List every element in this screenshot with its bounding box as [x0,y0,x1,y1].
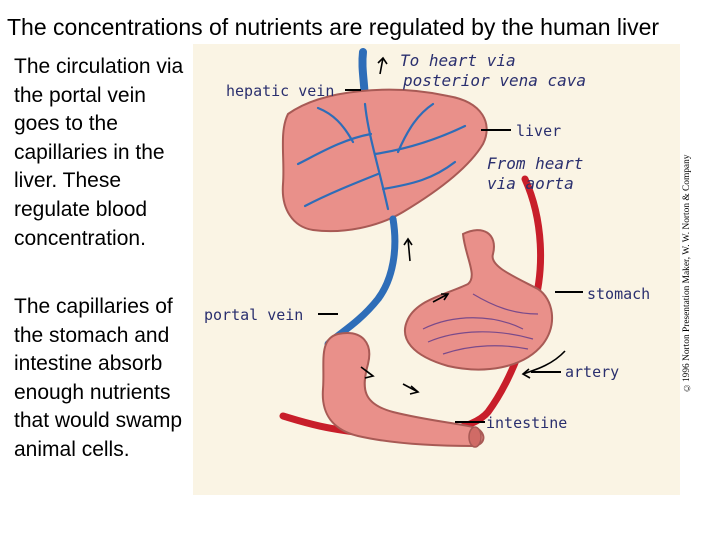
label-artery: artery [565,363,619,381]
label-to-heart-line1: To heart via [400,51,516,70]
label-from-heart-line2: via aorta [487,174,574,193]
leader-lines [318,89,583,423]
label-stomach: stomach [587,285,650,303]
liver-circulation-diagram: hepatic vein To heart via posterior vena… [193,44,680,495]
label-portal-vein: portal vein [204,306,303,324]
label-from-heart-line1: From heart [487,154,583,173]
liver-organ [281,88,488,233]
copyright-credit: ©1996 Norton Presentation Maker, W. W. N… [682,154,692,392]
liver-veins [296,102,467,211]
label-hepatic-vein: hepatic vein [226,82,334,100]
intestine-opening [468,426,482,448]
paragraph-capillary-absorption: The capillaries of the stomach and intes… [14,295,183,461]
label-intestine: intestine [486,414,567,432]
paragraph-portal-circulation: The circulation via the portal vein goes… [14,55,184,250]
stomach-capillaries [422,293,539,355]
intestine-organ [321,332,485,448]
flow-arrows [360,56,566,395]
label-to-heart-line2: posterior vena cava [402,71,586,90]
label-liver: liver [516,122,561,140]
slide-title: The concentrations of nutrients are regu… [7,14,660,40]
